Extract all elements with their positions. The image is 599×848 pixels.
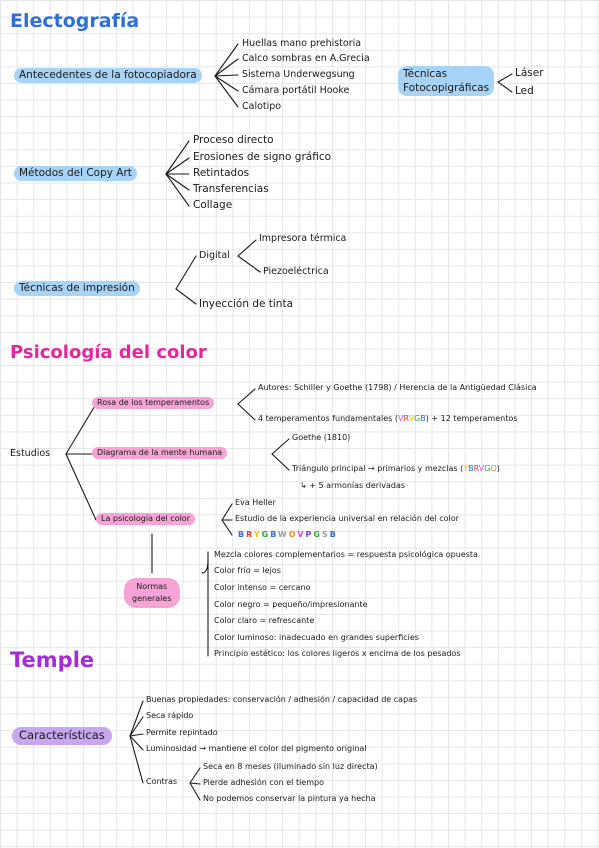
- letter: R: [246, 530, 254, 539]
- caracteristicas-node: Características: [12, 727, 112, 745]
- letter: B: [329, 530, 338, 539]
- eva-heller: Eva Heller: [235, 498, 276, 507]
- letter-b: B: [420, 414, 426, 423]
- norma-item: Color intenso = cercano: [214, 583, 311, 592]
- digital-node: Digital: [199, 250, 230, 261]
- caracteristica-item: Seca rápido: [146, 711, 194, 720]
- letter-y: Y: [463, 464, 469, 473]
- contra-item: Pierde adhesión con el tiempo: [203, 778, 324, 787]
- antecedente-item: Cámara portátil Hooke: [242, 85, 350, 96]
- normas-generales-node: Normas generales: [124, 578, 180, 608]
- section-title-electrografia: Electografía: [10, 10, 140, 32]
- antecedente-item: Huellas mano prehistoria: [242, 38, 362, 49]
- contras-node: Contras: [146, 777, 178, 786]
- normas-label-line-1: Normas: [136, 582, 168, 591]
- tecnicas-label-line-1: Técnicas: [403, 68, 448, 80]
- antecedente-item: Calotipo: [242, 101, 282, 112]
- inyeccion-tinta-item: Inyección de tinta: [199, 298, 294, 310]
- letter: B: [270, 530, 278, 539]
- caracteristica-item: Buenas propiedades: conservación / adhes…: [146, 695, 418, 704]
- norma-item: Color claro = refrescante: [214, 616, 315, 625]
- rosa-temperamentos-text: 4 temperamentos fundamentales (VRVGB) + …: [258, 414, 517, 424]
- triangulo-prefix: Triángulo principal → primarios y mezcla…: [292, 464, 464, 473]
- norma-item: Color luminoso: inadecuado en grandes su…: [214, 633, 419, 642]
- temperamentos-prefix: 4 temperamentos fundamentales (: [258, 414, 398, 423]
- tecnica-item-led: Led: [515, 85, 534, 97]
- metodo-item: Proceso directo: [193, 134, 274, 146]
- norma-item: Mezcla colores complementarios = respues…: [214, 550, 478, 559]
- letter-v: V: [408, 414, 415, 423]
- diagrama-mente-node: Diagrama de la mente humana: [92, 447, 228, 459]
- letter: V: [297, 530, 306, 539]
- impresion-digital-item: Impresora térmica: [259, 233, 347, 244]
- letter-v: V: [478, 464, 485, 473]
- letter-b: B: [468, 464, 474, 473]
- antecedente-item: Sistema Underwegsung: [242, 69, 355, 80]
- diagrama-goethe: Goethe (1810): [292, 433, 351, 442]
- letter-v: V: [397, 414, 404, 423]
- metodo-item: Retintados: [193, 167, 250, 179]
- diagrama-armonias: ↳ + 5 armonías derivadas: [300, 481, 406, 490]
- metodo-item: Collage: [193, 199, 233, 211]
- norma-item: Color frío = lejos: [214, 566, 281, 575]
- antecedente-item: Calco sombras en A.Grecia: [242, 53, 370, 64]
- tecnica-item-laser: Láser: [515, 67, 544, 79]
- rosa-temperamentos-node: Rosa de los temperamentos: [92, 397, 215, 409]
- estudios-node: Estudios: [10, 448, 51, 459]
- normas-label-line-2: generales: [132, 594, 172, 603]
- contra-item: No podemos conservar la pintura ya hecha: [203, 794, 376, 803]
- impresion-digital-item: Piezoeléctrica: [263, 266, 329, 277]
- letter: G: [261, 530, 271, 539]
- metodos-copy-art-node: Métodos del Copy Art: [14, 166, 137, 181]
- letter-o: O: [490, 464, 497, 473]
- estudio-experiencia: Estudio de la experiencia universal en r…: [235, 514, 459, 523]
- letter: G: [313, 530, 322, 539]
- triangulo-suffix: ): [496, 464, 500, 473]
- psicologia-color-node: La psicología del color: [96, 513, 195, 525]
- section-title-temple: Temple: [10, 648, 95, 672]
- tecnicas-fotocopigraficas-node: Técnicas Fotocopigráficas: [398, 66, 495, 97]
- tecnicas-impresion-node: Técnicas de impresión: [14, 281, 140, 296]
- rosa-autores: Autores: Schiller y Goethe (1798) / Here…: [258, 383, 537, 392]
- section-title-psicologia: Psicología del color: [10, 342, 207, 363]
- letter-r: R: [473, 464, 479, 473]
- letter: Y: [253, 530, 262, 539]
- metodo-item: Transferencias: [193, 183, 269, 195]
- tecnicas-label-line-2: Fotocopigráficas: [403, 82, 490, 95]
- letter: O: [288, 530, 298, 539]
- color-letters-row: BRYGBWOVPGSB: [238, 530, 338, 540]
- caracteristica-item: Permite repintado: [146, 728, 218, 737]
- letter-r: R: [403, 414, 409, 423]
- letter: P: [305, 530, 314, 539]
- letter: S: [321, 530, 330, 539]
- letter: B: [238, 530, 247, 539]
- letter: W: [277, 530, 289, 539]
- norma-item: Color negro = pequeño/impresionante: [214, 600, 368, 609]
- contra-item: Seca en 8 meses (iluminado sin luz direc…: [203, 762, 378, 771]
- diagrama-triangulo: Triángulo principal → primarios y mezcla…: [292, 464, 500, 474]
- letter-g: G: [484, 464, 491, 473]
- caracteristica-item: Luminosidad → mantiene el color del pigm…: [146, 744, 367, 753]
- letter-g: G: [414, 414, 421, 423]
- metodo-item: Erosiones de signo gráfico: [193, 151, 332, 163]
- norma-item: Principio estético: los colores ligeros …: [214, 649, 461, 658]
- temperamentos-suffix: ) + 12 temperamentos: [425, 414, 518, 423]
- antecedentes-node: Antecedentes de la fotocopiadora: [14, 68, 202, 83]
